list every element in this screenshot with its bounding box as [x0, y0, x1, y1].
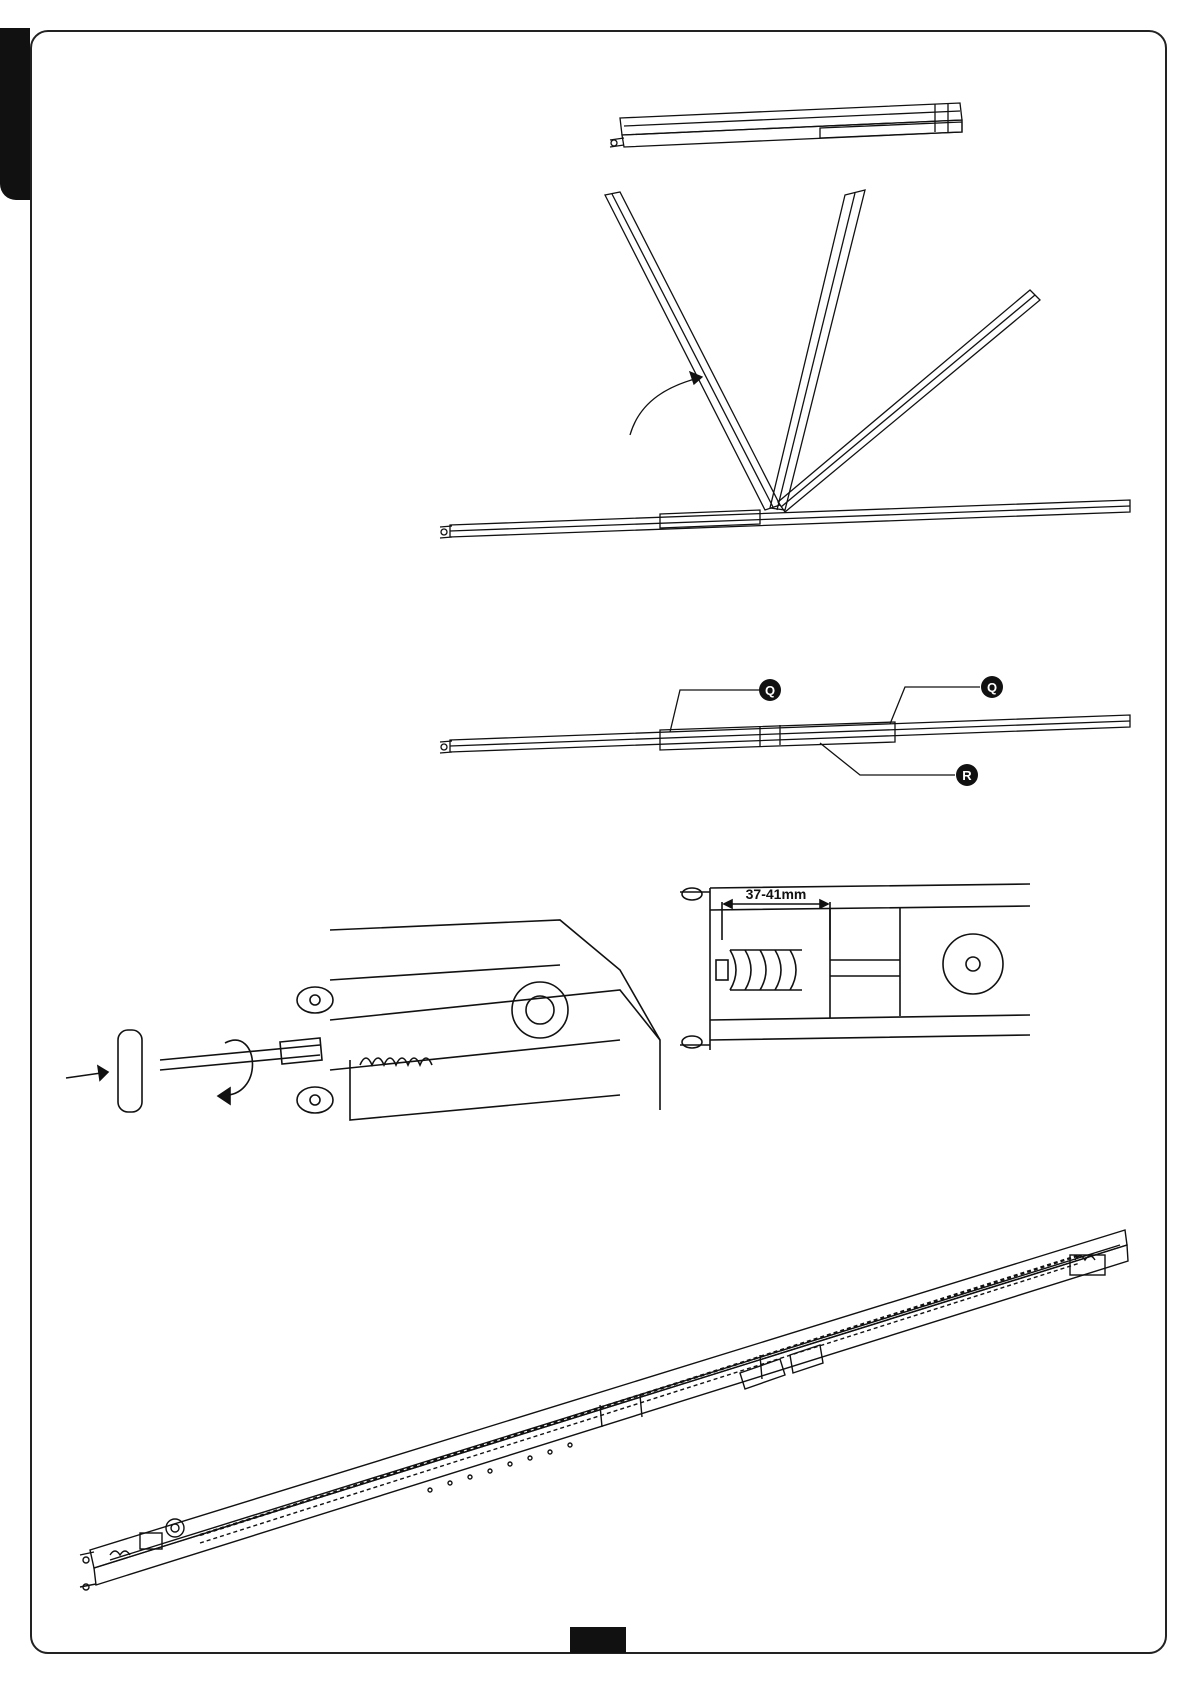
unfolding-rail-drawing	[440, 190, 1140, 550]
folded-rail-drawing	[600, 100, 980, 160]
figure-folded-rail	[600, 100, 980, 160]
page-number-block	[570, 1627, 626, 1653]
callout-q-left: Q	[759, 679, 781, 701]
dimension-label: 37-41mm	[746, 886, 807, 902]
figure-spring-measure: 37-41mm	[670, 880, 1040, 1060]
callout-q-right-label: Q	[987, 680, 997, 695]
assembled-rail-drawing	[80, 1215, 1140, 1595]
callout-r: R	[956, 764, 978, 786]
rail-joint-drawing: Q Q R	[440, 670, 1140, 810]
callout-q-right: Q	[981, 676, 1003, 698]
tension-wrench-drawing	[60, 920, 670, 1130]
callout-q-left-label: Q	[765, 683, 775, 698]
section-tab	[0, 28, 30, 200]
figure-assembled-rail	[80, 1215, 1140, 1595]
spring-measure-drawing: 37-41mm	[670, 880, 1040, 1060]
figure-tension-wrench	[60, 920, 670, 1130]
figure-unfolding-rail	[440, 190, 1140, 550]
callout-r-label: R	[962, 768, 972, 783]
figure-rail-joint: Q Q R	[440, 670, 1140, 810]
